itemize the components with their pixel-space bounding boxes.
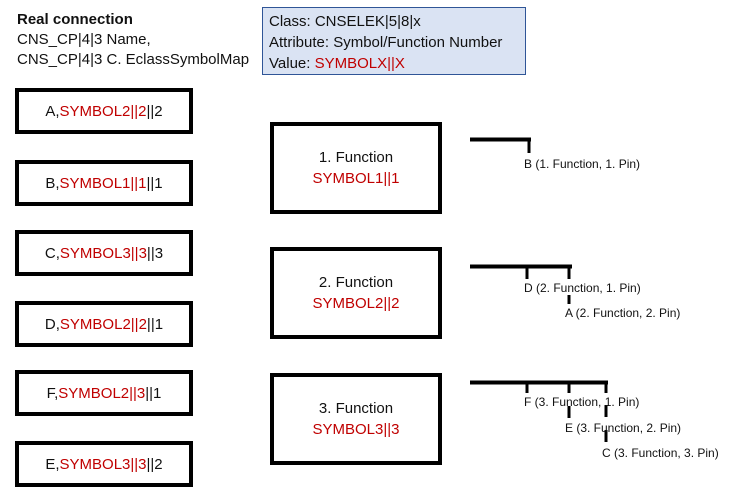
connection-box-d: D, SYMBOL2||2||1: [15, 301, 193, 347]
connection-suffix: ||2: [146, 455, 163, 473]
connection-suffix: ||2: [146, 102, 163, 120]
connection-box-f: F, SYMBOL2||3||1: [15, 370, 193, 416]
function-symbol: SYMBOL2||2: [312, 295, 400, 312]
connection-suffix: ||3: [146, 244, 164, 262]
connection-letter: C,: [44, 244, 60, 262]
function-symbol: SYMBOL1||1: [312, 170, 400, 187]
header-line-2: CNS_CP|4|3 C. EclassSymbolMap: [17, 51, 250, 68]
connection-suffix: ||1: [145, 384, 162, 402]
header-line-1: CNS_CP|4|3 Name,: [17, 31, 151, 48]
connection-suffix: ||1: [146, 174, 163, 192]
connection-box-a: A, SYMBOL2||2||2: [15, 88, 193, 134]
header: Real connection CNS_CP|4|3 Name, CNS_CP|…: [17, 10, 249, 70]
pin-label-e: E (3. Function, 2. Pin): [565, 421, 682, 435]
connection-symbol: SYMBOL2||3: [58, 384, 146, 402]
header-title: Real connection: [17, 11, 133, 28]
connection-box-e: E, SYMBOL3||3||2: [15, 441, 193, 487]
function-symbol: SYMBOL3||3: [312, 421, 400, 438]
info-box: Class: CNSELEK|5|8|x Attribute: Symbol/F…: [262, 7, 526, 75]
function-name: 1. Function: [318, 149, 394, 166]
info-value-symbol: SYMBOLX||X: [314, 55, 405, 72]
pin-label-b: B (1. Function, 1. Pin): [524, 157, 641, 171]
function-box-1: 1. Function SYMBOL1||1: [270, 122, 442, 214]
function-name: 2. Function: [318, 274, 394, 291]
connection-box-c: C, SYMBOL3||3||3: [15, 230, 193, 276]
connection-symbol: SYMBOL1||1: [59, 174, 147, 192]
connection-letter: E,: [45, 455, 60, 473]
pin-label-d: D (2. Function, 1. Pin): [524, 281, 641, 295]
connection-letter: D,: [44, 315, 60, 333]
info-value: Value: SYMBOLX||X: [269, 53, 519, 74]
function-box-3: 3. Function SYMBOL3||3: [270, 373, 442, 465]
connection-symbol: SYMBOL3||3: [59, 244, 147, 262]
pin-label-c: C (3. Function, 3. Pin): [602, 446, 719, 460]
info-attribute: Attribute: Symbol/Function Number: [269, 34, 503, 51]
connection-symbol: SYMBOL2||2: [59, 315, 147, 333]
function-name: 3. Function: [318, 400, 394, 417]
connection-symbol: SYMBOL2||2: [59, 102, 147, 120]
connection-letter: F,: [46, 384, 59, 402]
pin-label-f: F (3. Function, 1. Pin): [524, 395, 640, 409]
info-class: Class: CNSELEK|5|8|x: [269, 13, 421, 30]
pin-label-a: A (2. Function, 2. Pin): [565, 306, 681, 320]
connection-suffix: ||1: [146, 315, 164, 333]
info-value-label: Value:: [269, 55, 315, 72]
connection-letter: B,: [45, 174, 60, 192]
connection-letter: A,: [45, 102, 60, 120]
connection-box-b: B, SYMBOL1||1||1: [15, 160, 193, 206]
connection-symbol: SYMBOL3||3: [59, 455, 147, 473]
function-box-2: 2. Function SYMBOL2||2: [270, 247, 442, 339]
